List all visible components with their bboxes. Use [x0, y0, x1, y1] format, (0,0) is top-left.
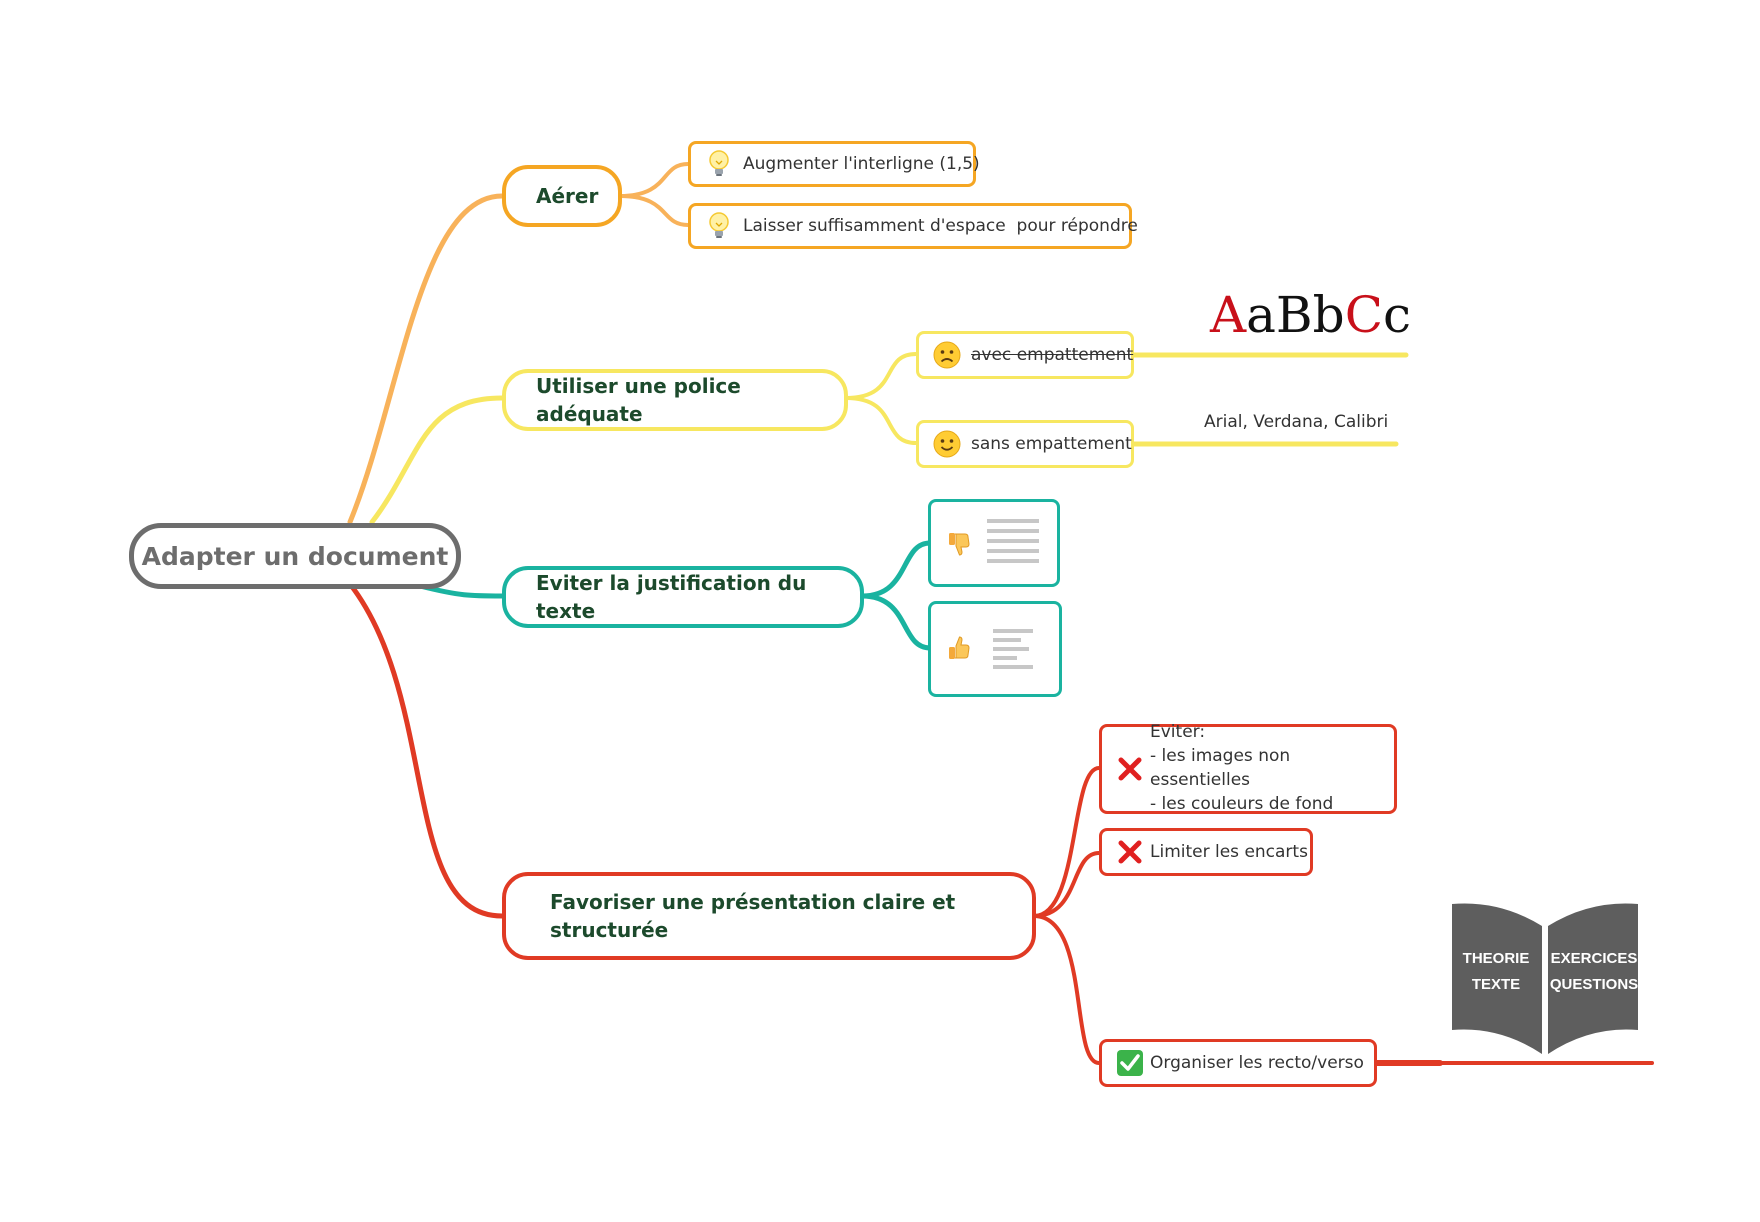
connector-just-1 — [859, 540, 933, 599]
leaf-interligne[interactable]: Augmenter l'interligne (1,5) — [688, 141, 980, 187]
leaf-encarts[interactable]: Limiter les encarts — [1099, 828, 1313, 876]
open-book-image: THEORIE TEXTE EXERCICES QUESTIONS — [1450, 902, 1640, 1056]
leaf-eviter-line2: - les images non essentielles — [1150, 746, 1291, 790]
lightbulb-icon — [705, 212, 733, 240]
book-right-line2: QUESTIONS — [1549, 976, 1639, 994]
connector-aerer-1 — [618, 162, 690, 198]
connector-pres-1 — [1032, 766, 1101, 918]
serif-font-sample: AaBbCc — [1210, 286, 1411, 344]
leaf-recto-verso[interactable]: Organiser les recto/verso — [1099, 1039, 1377, 1087]
thumbs-down-icon — [945, 529, 973, 557]
serif-letter-a: a — [1246, 286, 1276, 344]
smiling-face-icon — [933, 430, 961, 458]
topic-justification[interactable]: Eviter la justification du texte — [502, 566, 864, 628]
leaf-espace[interactable]: Laisser suffisamment d'espace pour répon… — [688, 203, 1138, 249]
topic-aerer[interactable]: Aérer — [502, 165, 622, 227]
connector-police-1 — [844, 352, 918, 400]
root-label: Adapter un document — [141, 541, 449, 571]
leaf-sans-empattement[interactable]: sans empattement — [916, 420, 1134, 468]
cross-mark-icon — [1116, 838, 1144, 866]
topic-aerer-label: Aérer — [536, 184, 599, 208]
topic-presentation-label: Favoriser une présentation claire et str… — [550, 890, 956, 942]
connector-pres-3 — [1032, 914, 1101, 1065]
leaf-eviter-line1: Eviter: — [1150, 722, 1206, 743]
root-node[interactable]: Adapter un document — [129, 523, 461, 589]
connector-aerer-2 — [618, 194, 690, 227]
serif-letter-B: B — [1275, 286, 1313, 344]
leaf-interligne-label: Augmenter l'interligne (1,5) — [743, 154, 980, 174]
leaf-avec-label: avec empattement — [971, 345, 1134, 365]
book-right-line1: EXERCICES — [1550, 950, 1638, 967]
connector-police — [369, 395, 505, 525]
left-aligned-lines-icon — [993, 629, 1033, 669]
connector-just-2 — [859, 593, 933, 651]
book-right-page-text: EXERCICES QUESTIONS — [1548, 946, 1640, 999]
leaf-eviter[interactable]: Eviter: - les images non essentielles - … — [1099, 721, 1397, 816]
leaf-recto-label: Organiser les recto/verso — [1150, 1053, 1364, 1073]
book-left-line1: THEORIE — [1462, 950, 1530, 967]
connector-aerer — [347, 193, 505, 525]
topic-police[interactable]: Utiliser une police adéquate — [502, 369, 848, 431]
topic-justification-label: Eviter la justification du texte — [536, 571, 807, 623]
leaf-espace-label: Laisser suffisamment d'espace pour répon… — [743, 216, 1138, 236]
book-icon — [1452, 903, 1638, 1054]
sans-font-list: Arial, Verdana, Calibri — [1204, 412, 1389, 432]
check-mark-icon — [1116, 1049, 1144, 1077]
cross-mark-icon — [1116, 755, 1144, 783]
connector-pres-2 — [1032, 851, 1101, 918]
leaf-aligned-text[interactable] — [928, 601, 1062, 697]
leaf-encarts-label: Limiter les encarts — [1150, 842, 1308, 862]
topic-presentation[interactable]: Favoriser une présentation claire et str… — [502, 872, 1036, 960]
leaf-eviter-text: Eviter: - les images non essentielles - … — [1150, 721, 1382, 816]
leaf-avec-empattement[interactable]: avec empattement — [916, 331, 1134, 379]
book-left-line2: TEXTE — [1471, 976, 1521, 994]
thumbs-up-icon — [945, 635, 973, 663]
lightbulb-icon — [705, 150, 733, 178]
leaf-eviter-line3: - les couleurs de fond — [1150, 793, 1334, 814]
connector-presentation — [347, 581, 505, 919]
leaf-sans-label: sans empattement — [971, 434, 1132, 454]
connector-police-2 — [844, 396, 918, 445]
leaf-justified-text[interactable] — [928, 499, 1060, 587]
serif-letter-b: b — [1312, 286, 1345, 344]
book-left-page-text: THEORIE TEXTE — [1452, 946, 1540, 999]
frowning-face-icon — [933, 341, 961, 369]
serif-letter-c: c — [1382, 286, 1411, 344]
serif-letter-A: A — [1210, 286, 1247, 344]
serif-letter-C: C — [1344, 286, 1383, 344]
topic-police-label: Utiliser une police adéquate — [536, 374, 741, 426]
justified-lines-icon — [987, 519, 1039, 563]
